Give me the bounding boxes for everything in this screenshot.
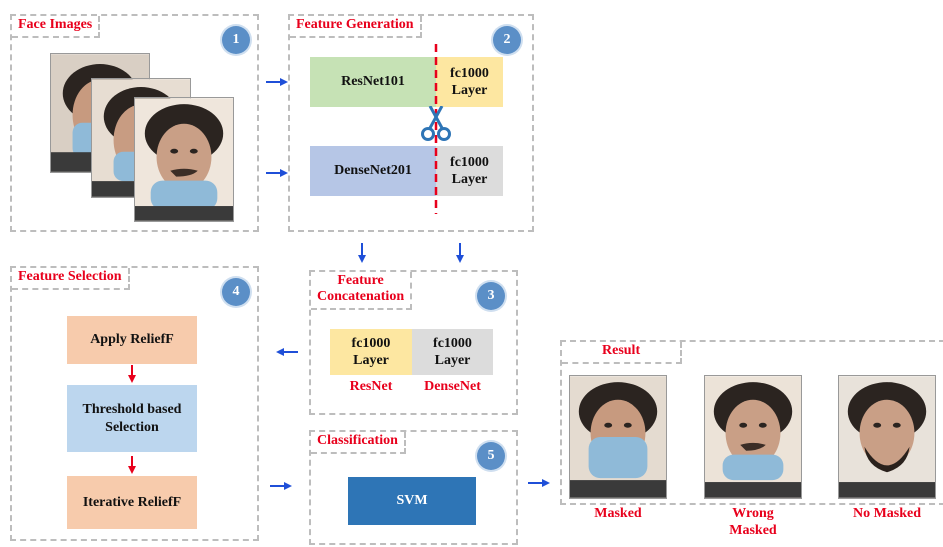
step-badge-3: 3 xyxy=(477,282,505,310)
densenet201-block: DenseNet201 xyxy=(310,146,436,196)
step-badge-5: 5 xyxy=(477,442,505,470)
arrow-left-icon xyxy=(276,348,298,356)
feature-concatenation-panel: Feature Concatenation 3 xyxy=(309,270,518,415)
iterative-relieff-step: Iterative ReliefF xyxy=(67,476,197,529)
resnet101-block: ResNet101 xyxy=(310,57,436,107)
arrow-right-icon xyxy=(270,482,292,490)
classification-panel: Classification 5 xyxy=(309,430,518,545)
result-face-masked xyxy=(569,375,667,499)
arrow-down-icon xyxy=(128,365,136,383)
step-badge-1: 1 xyxy=(222,26,250,54)
result-label-no-masked: No Masked xyxy=(852,506,922,521)
feature-selection-panel: Feature Selection 4 xyxy=(10,266,259,541)
arrow-right-icon xyxy=(528,479,550,487)
arrow-down-icon xyxy=(358,243,366,263)
arrow-down-icon xyxy=(128,456,136,474)
arrow-right-icon xyxy=(266,78,288,86)
apply-relieff-step: Apply ReliefF xyxy=(67,316,197,364)
scissors-icon xyxy=(421,106,451,141)
result-label-wrong-masked: Wrong Masked xyxy=(729,506,777,538)
result-panel: Result xyxy=(560,340,943,505)
result-label-masked: Masked xyxy=(594,506,642,521)
feature-selection-title: Feature Selection xyxy=(12,268,130,290)
feature-generation-panel: Feature Generation 2 xyxy=(288,14,534,232)
concat-resnet-fc1000: fc1000 Layer xyxy=(330,329,412,375)
concat-resnet-label: ResNet xyxy=(349,379,393,394)
result-face-no-masked xyxy=(838,375,936,499)
svm-classifier: SVM xyxy=(348,477,476,525)
concat-densenet-label: DenseNet xyxy=(424,379,481,394)
result-face-wrong-masked xyxy=(704,375,802,499)
face-image-front xyxy=(134,97,234,222)
step-badge-2: 2 xyxy=(493,26,521,54)
arrow-right-icon xyxy=(266,169,288,177)
cut-line xyxy=(434,44,438,214)
face-images-title: Face Images xyxy=(12,16,101,38)
resnet-fc1000-layer: fc1000 Layer xyxy=(436,57,503,107)
result-title: Result xyxy=(562,342,683,364)
densenet-fc1000-layer: fc1000 Layer xyxy=(436,146,503,196)
feature-concatenation-title: Feature Concatenation xyxy=(311,272,413,310)
step-badge-4: 4 xyxy=(222,278,250,306)
classification-title: Classification xyxy=(311,432,406,454)
concat-densenet-fc1000: fc1000 Layer xyxy=(412,329,493,375)
arrow-down-icon xyxy=(456,243,464,263)
feature-generation-title: Feature Generation xyxy=(290,16,422,38)
face-images-panel: Face Images 1 xyxy=(10,14,259,232)
threshold-selection-step: Threshold based Selection xyxy=(67,385,197,452)
